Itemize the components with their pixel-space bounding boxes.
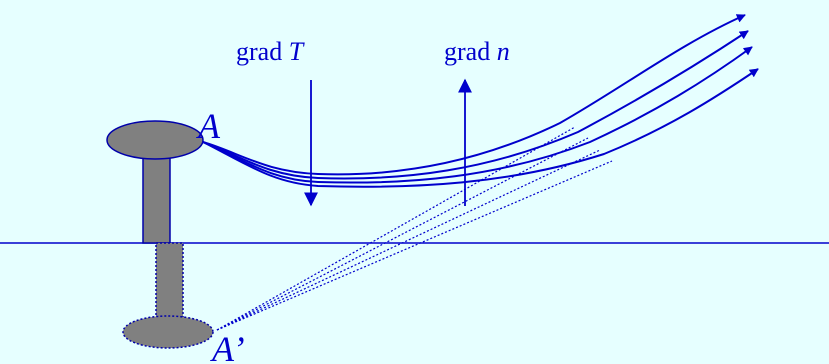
object-head: [106, 120, 204, 160]
ray: [202, 30, 749, 180]
ray: [202, 46, 753, 184]
image-head: [122, 315, 214, 349]
grad-n-var: n: [497, 37, 510, 66]
point-a-label: A: [196, 106, 221, 146]
grad-n-label: grad n: [444, 37, 510, 66]
virtual-ray: [216, 149, 601, 331]
ray: [202, 14, 746, 176]
grad-t-prefix: grad: [236, 37, 289, 66]
virtual-ray: [216, 137, 589, 331]
curved-rays: [202, 14, 759, 188]
ray: [202, 68, 759, 188]
point-a-prime-label: A’: [210, 329, 245, 364]
virtual-rays: [216, 126, 613, 331]
grad-t-var: T: [289, 37, 305, 66]
grad-n-prefix: grad: [444, 37, 497, 66]
virtual-ray: [216, 126, 576, 331]
object-pole: [142, 154, 171, 244]
image-pole: [155, 242, 184, 319]
grad-t-label: grad T: [236, 37, 305, 66]
